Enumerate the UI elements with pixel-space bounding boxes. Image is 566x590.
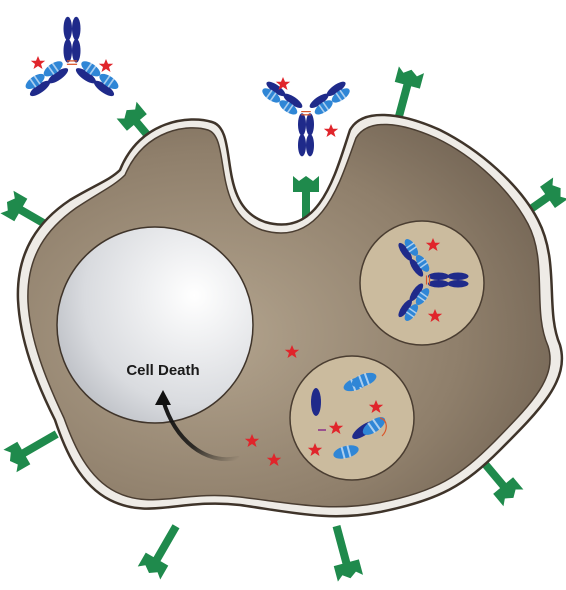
star-icon xyxy=(323,124,339,137)
bound-antibody xyxy=(260,79,352,156)
nucleus xyxy=(56,226,254,424)
receptor-icon xyxy=(137,519,188,580)
star-icon xyxy=(30,56,46,69)
star-icon xyxy=(98,59,114,72)
arrow-head xyxy=(155,390,171,405)
receptor-icon xyxy=(323,522,364,582)
receptor-icon xyxy=(3,422,64,473)
curved-arrow-icon xyxy=(161,398,240,462)
endosome xyxy=(359,220,485,346)
lysosome xyxy=(289,355,415,481)
cell-death-label: Cell Death xyxy=(126,362,199,379)
antibody-fragments xyxy=(311,369,389,462)
antibody-icon xyxy=(260,79,352,156)
